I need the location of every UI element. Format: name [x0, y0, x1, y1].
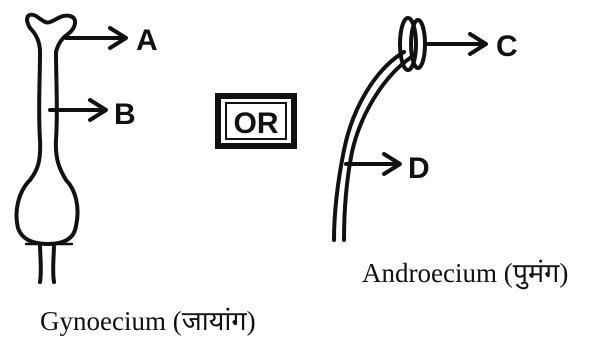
pedicel-right — [51, 242, 56, 284]
androecium-figure — [332, 16, 427, 242]
arrow-c-head — [468, 32, 488, 56]
or-box — [215, 93, 297, 149]
arrow-d — [344, 152, 402, 176]
arrow-b-head — [88, 98, 108, 122]
arrow-a — [64, 26, 128, 50]
label-d: D — [408, 152, 430, 185]
gynoecium-caption: Gynoecium (जायांग) — [40, 306, 256, 336]
style-left-edge — [28, 50, 43, 182]
arrow-b — [48, 98, 108, 122]
arrow-a-head — [108, 26, 128, 50]
or-box-inner — [225, 102, 287, 140]
label-c: C — [496, 30, 518, 63]
anther-lobe-right — [409, 18, 427, 70]
style-right-edge — [53, 50, 68, 182]
pedicel-left — [38, 242, 43, 284]
stigma-left-edge — [28, 26, 42, 54]
or-box-outer — [215, 93, 297, 149]
ovary-shape — [14, 178, 80, 246]
arrow-d-head — [382, 152, 402, 176]
or-label: OR — [234, 107, 279, 140]
androecium-caption: Androecium (पुमंग) — [362, 258, 568, 290]
anther-lobe-left — [398, 16, 418, 72]
filament-outer — [332, 50, 406, 242]
stigma-shape — [25, 12, 77, 54]
gynoecium-figure — [14, 12, 80, 284]
label-b: B — [114, 98, 136, 131]
label-a: A — [136, 24, 158, 57]
filament-inner — [342, 56, 412, 242]
arrow-c — [426, 32, 488, 56]
